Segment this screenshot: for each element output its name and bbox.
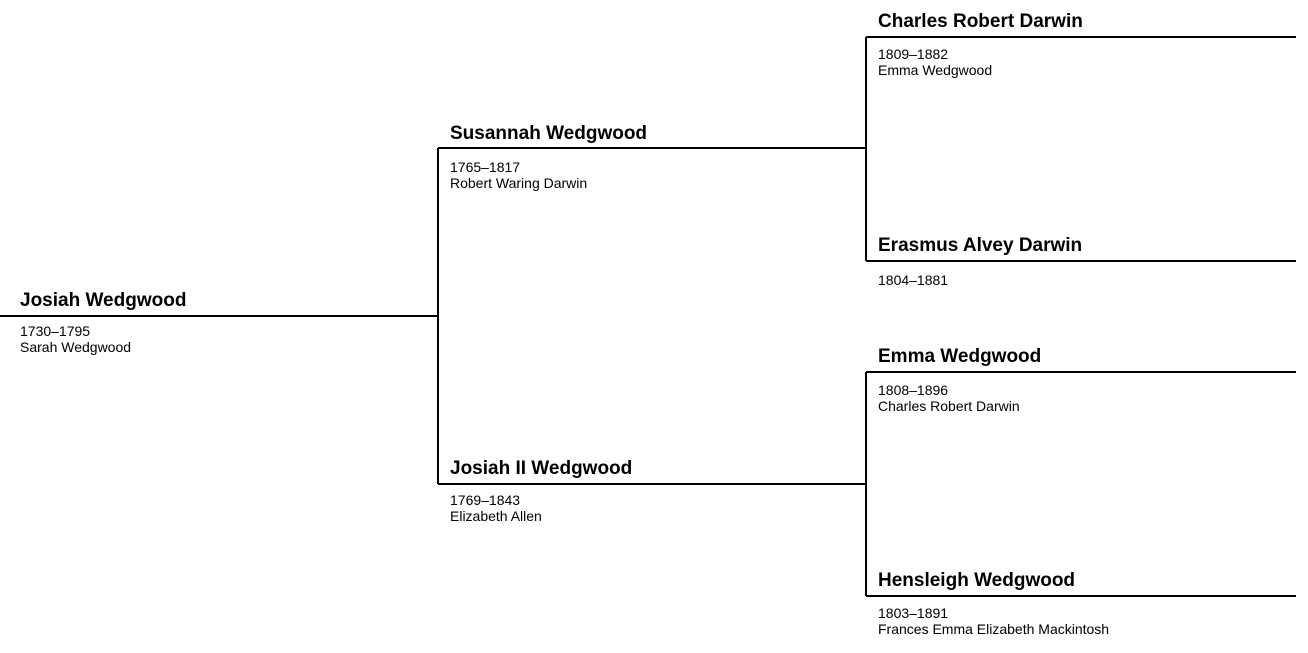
person-name: Susannah Wedgwood [450, 123, 648, 144]
person-details: 1803–1891 Frances Emma Elizabeth Mackint… [878, 605, 1109, 637]
person-details: 1808–1896 Charles Robert Darwin [878, 382, 1020, 414]
person-name: Charles Robert Darwin [878, 11, 1083, 32]
person-details: 1804–1881 [878, 272, 948, 288]
person-dates: 1730–1795 [20, 323, 91, 339]
person-name: Hensleigh Wedgwood [878, 570, 1076, 591]
person-dates: 1804–1881 [878, 272, 949, 288]
person-spouse: Elizabeth Allen [450, 508, 542, 524]
person-dates: 1769–1843 [450, 492, 521, 508]
person-name: Josiah Wedgwood [20, 290, 187, 311]
person-dates: 1809–1882 [878, 46, 949, 62]
person-spouse: Emma Wedgwood [878, 62, 993, 78]
person-dates: 1803–1891 [878, 605, 949, 621]
person-name: Josiah II Wedgwood [450, 458, 633, 479]
person-details: 1809–1882 Emma Wedgwood [878, 46, 992, 78]
person-dates: 1765–1817 [450, 159, 521, 175]
person-details: 1769–1843 Elizabeth Allen [450, 492, 542, 524]
person-spouse: Sarah Wedgwood [20, 339, 132, 355]
person-spouse: Charles Robert Darwin [878, 398, 1020, 414]
person-spouse: Robert Waring Darwin [450, 175, 588, 191]
person-details: 1730–1795 Sarah Wedgwood [20, 323, 131, 355]
person-spouse: Frances Emma Elizabeth Mackintosh [878, 621, 1110, 637]
person-dates: 1808–1896 [878, 382, 949, 398]
person-name: Erasmus Alvey Darwin [878, 235, 1083, 256]
person-name: Emma Wedgwood [878, 346, 1042, 367]
person-details: 1765–1817 Robert Waring Darwin [450, 159, 587, 191]
